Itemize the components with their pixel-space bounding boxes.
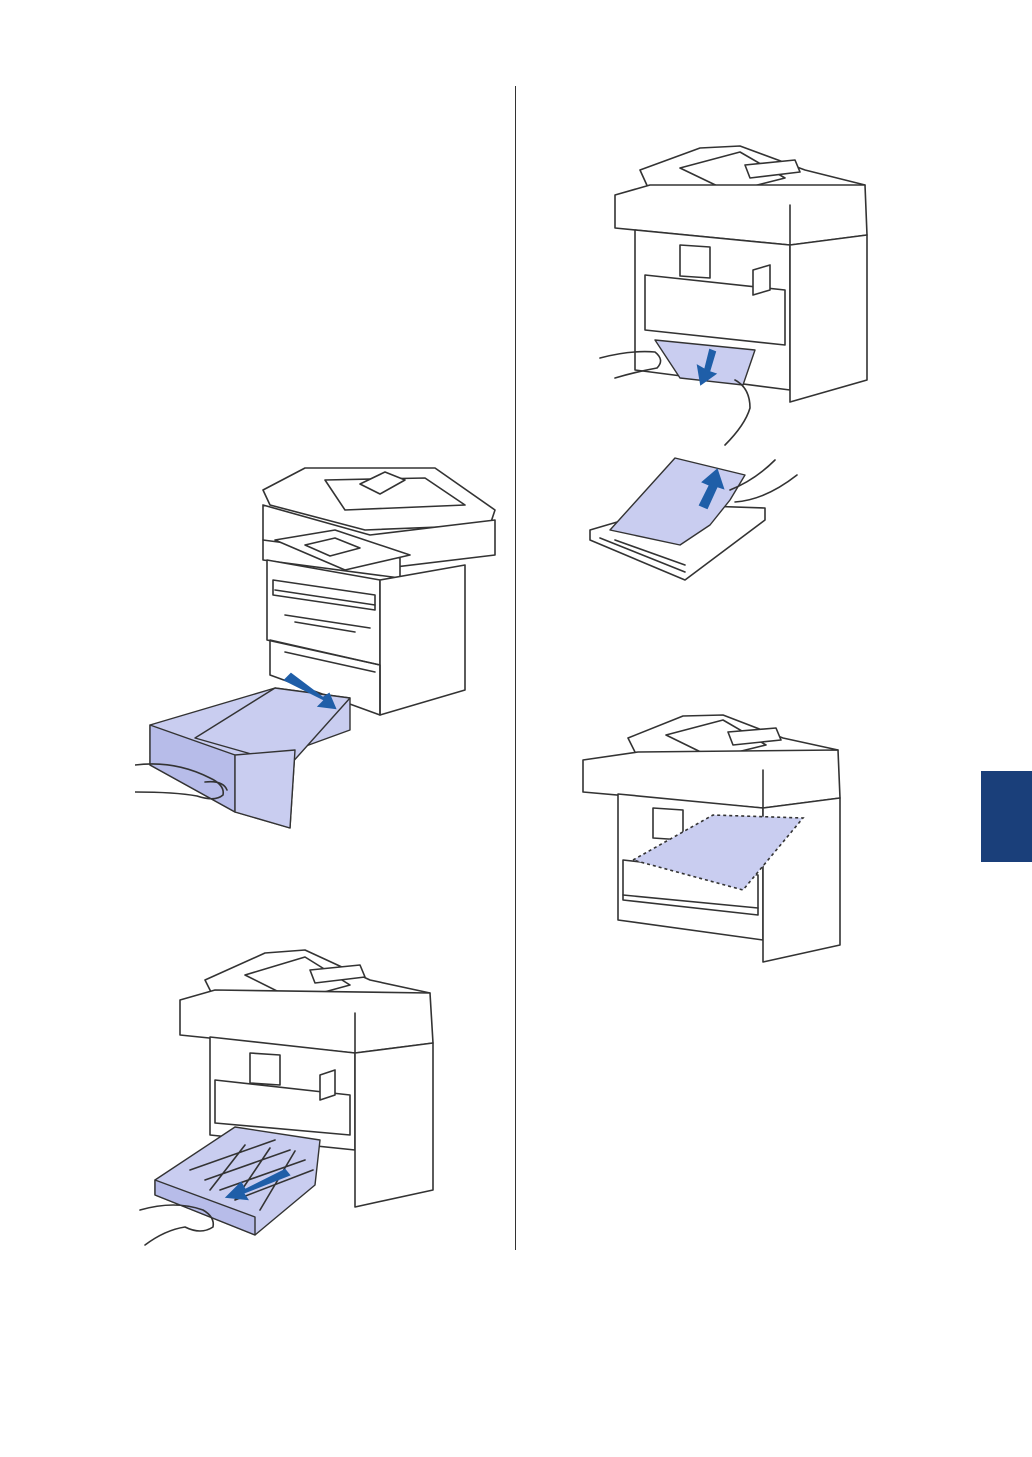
printer-back-duplex-tray-illustration xyxy=(135,945,440,1250)
printer-back-jam-area-illustration xyxy=(578,710,843,965)
printer-front-tray-out-illustration xyxy=(135,460,500,830)
column-divider xyxy=(515,86,516,1250)
printer-back-jam-area-highlight-icon xyxy=(578,710,843,965)
printer-back-paper-removal-and-tray-paper-icon xyxy=(585,140,870,590)
printer-back-paper-removal-illustration xyxy=(585,140,870,590)
printer-front-with-tray-pulled-out-icon xyxy=(135,460,500,830)
chapter-side-tab xyxy=(981,771,1032,862)
printer-back-with-duplex-tray-pulled-out-icon xyxy=(135,945,440,1250)
